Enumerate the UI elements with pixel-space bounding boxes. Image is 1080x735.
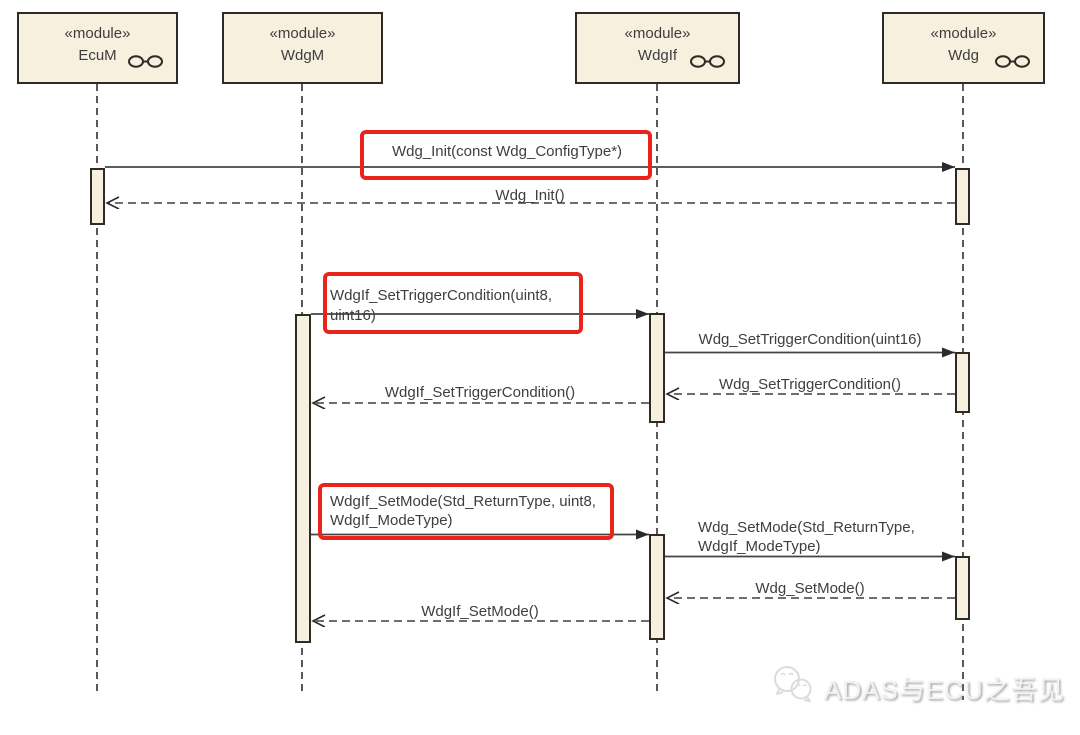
activation-wdgif-1	[649, 313, 665, 423]
message-label-wdg-settriggercondition: Wdg_SetTriggerCondition(uint16)	[698, 331, 922, 348]
module-stereotype: «module»	[64, 25, 131, 42]
message-label-wdgif-settriggercondition: WdgIf_SetTriggerCondition(uint8, uint16)	[330, 287, 553, 324]
highlight-box-wdgif-setmode	[318, 483, 614, 540]
message-label-wdg-setmode-return: Wdg_SetMode()	[755, 580, 865, 597]
activation-wdg-3	[955, 556, 970, 620]
provided-interface-icon	[995, 55, 1030, 68]
message-label-wdg-init: Wdg_Init(const Wdg_ConfigType*)	[391, 143, 623, 160]
highlight-box-wdg-init	[360, 130, 652, 180]
activation-wdg-1	[955, 168, 970, 225]
wechat-icon	[774, 666, 812, 702]
module-name: WdgIf	[637, 47, 678, 64]
module-stereotype: «module»	[269, 25, 336, 42]
module-box-wdgif: «module» WdgIf	[575, 12, 740, 84]
highlight-box-wdgif-settriggercondition	[323, 272, 583, 334]
message-label-wdg-setmode: Wdg_SetMode(Std_ReturnType, WdgIf_ModeTy…	[698, 519, 915, 555]
module-name: WdgM	[280, 47, 325, 64]
message-label-wdg-settriggercondition-return: Wdg_SetTriggerCondition()	[718, 376, 902, 393]
activation-wdgm	[295, 314, 311, 643]
module-name: Wdg	[948, 47, 979, 64]
message-label-wdgif-setmode: WdgIf_SetMode(Std_ReturnType, uint8, Wdg…	[330, 493, 596, 529]
module-box-wdgm: «module» WdgM	[222, 12, 383, 84]
message-label-wdgif-settriggercondition-return: WdgIf_SetTriggerCondition()	[384, 384, 576, 401]
provided-interface-icon	[690, 55, 725, 68]
activation-wdgif-2	[649, 534, 665, 640]
watermark-text: ADAS与ECU之吾见	[824, 674, 1065, 705]
activation-ecum	[90, 168, 105, 225]
message-label-wdgif-setmode-return: WdgIf_SetMode()	[421, 603, 539, 620]
watermark: ADAS与ECU之吾见	[770, 664, 1065, 712]
module-box-wdg: «module» Wdg	[882, 12, 1045, 84]
module-stereotype: «module»	[624, 25, 691, 42]
module-box-ecum: «module» EcuM	[17, 12, 178, 84]
activation-wdg-2	[955, 352, 970, 413]
message-label-wdg-init-return: Wdg_Init()	[495, 187, 565, 204]
module-name: EcuM	[78, 47, 117, 64]
provided-interface-icon	[128, 55, 163, 68]
module-stereotype: «module»	[930, 25, 997, 42]
